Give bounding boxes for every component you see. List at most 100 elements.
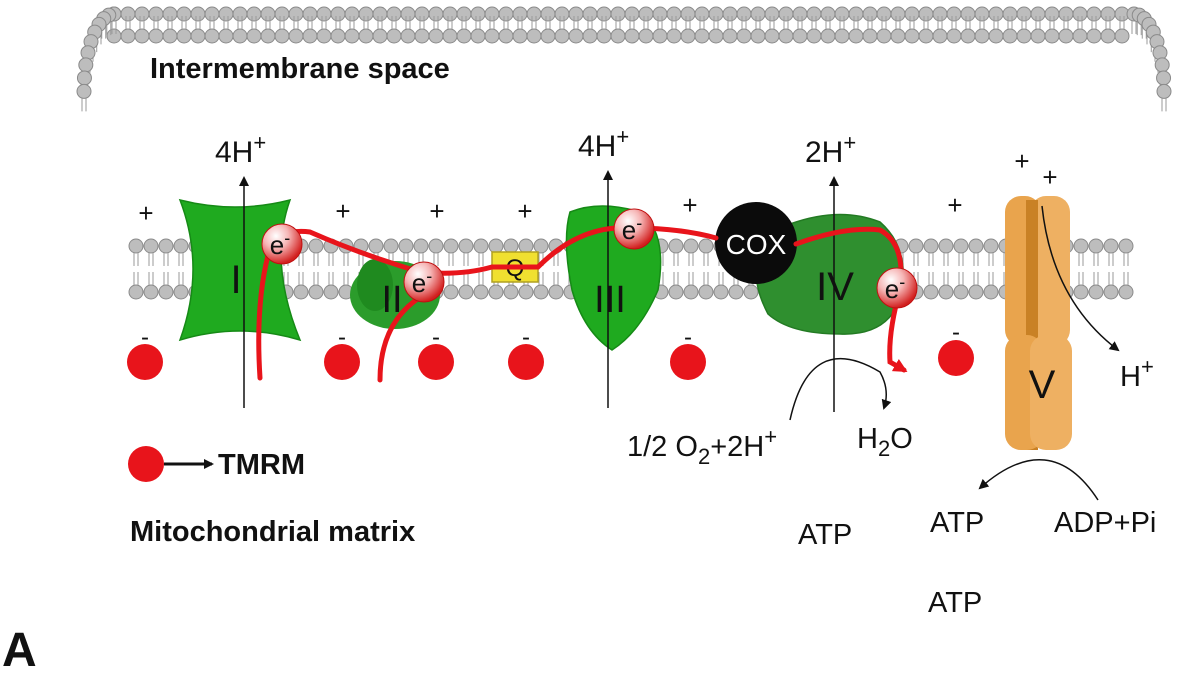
lipid-head: [554, 28, 570, 44]
lipid-head: [698, 284, 714, 300]
lipid-head: [458, 238, 474, 254]
lipid-head: [78, 57, 94, 73]
lipid-head: [503, 284, 519, 300]
lipid-head: [470, 6, 486, 22]
lipid-head: [190, 28, 206, 44]
lipid-head: [162, 6, 178, 22]
lipid-head: [518, 238, 534, 254]
lipid-tail: [1093, 272, 1099, 285]
lipid-head: [938, 284, 954, 300]
lipid-head: [820, 6, 836, 22]
lipid-head: [792, 6, 808, 22]
lipid-tail: [125, 16, 131, 29]
lipid-tail: [349, 16, 355, 29]
lipid-head: [680, 6, 696, 22]
lipid-tail: [1035, 16, 1041, 29]
lipid-tail: [377, 16, 383, 29]
oxygen-reaction-label: 1/2 O2+2H+: [627, 424, 777, 469]
lipid-tail: [688, 253, 694, 266]
lipid-tail: [1161, 98, 1167, 112]
lipid-head: [498, 28, 514, 44]
lipid-tail: [703, 253, 709, 266]
lipid-head: [288, 28, 304, 44]
proton-label-iv: 2H+: [805, 130, 856, 169]
lipid-head: [666, 28, 682, 44]
lipid-head: [232, 28, 248, 44]
complex-i: I: [178, 198, 302, 342]
lipid-head: [358, 28, 374, 44]
lipid-tail: [958, 253, 964, 266]
electron-i: e-: [261, 223, 303, 265]
lipid-head: [722, 28, 738, 44]
lipid-tail: [478, 253, 484, 266]
lipid-tail: [713, 16, 719, 29]
lipid-head: [582, 28, 598, 44]
plus-sign: +: [1042, 162, 1057, 192]
lipid-head: [638, 28, 654, 44]
lipid-head: [968, 284, 984, 300]
lipid-head: [1072, 28, 1088, 44]
lipid-head: [764, 28, 780, 44]
intermembrane-space-label: Intermembrane space: [150, 53, 450, 85]
lipid-tail: [1108, 272, 1114, 285]
lipid-head: [232, 6, 248, 22]
lipid-head: [143, 284, 159, 300]
lipid-head: [680, 28, 696, 44]
lipid-head: [974, 28, 990, 44]
lipid-tail: [163, 253, 169, 266]
lipid-head: [473, 238, 489, 254]
lipid-head: [1073, 284, 1089, 300]
lipid-tail: [895, 16, 901, 29]
lipid-tail: [251, 16, 257, 29]
lipid-head: [974, 6, 990, 22]
lipid-tail: [988, 253, 994, 266]
lipid-head: [76, 70, 92, 86]
lipid-tail: [769, 16, 775, 29]
lipid-tail: [343, 253, 349, 266]
proton-arrows: [239, 170, 839, 412]
lipid-tail: [573, 16, 579, 29]
lipid-tail: [328, 272, 334, 285]
lipid-head: [120, 6, 136, 22]
lipid-head: [503, 238, 519, 254]
lipid-head: [876, 28, 892, 44]
lipid-tail: [1108, 253, 1114, 266]
lipid-tail: [783, 16, 789, 29]
lipid-head: [470, 28, 486, 44]
tmrm-legend: TMRM: [128, 446, 305, 482]
lipid-tail: [673, 253, 679, 266]
lipid-head: [890, 6, 906, 22]
lipid-head: [736, 6, 752, 22]
lipid-tail: [1091, 16, 1097, 29]
lipid-head: [308, 284, 324, 300]
atp-label-1: ATP: [798, 519, 852, 551]
lipid-head: [938, 238, 954, 254]
lipid-head: [323, 284, 339, 300]
lipid-tail: [629, 16, 635, 29]
svg-text:e-: e-: [270, 228, 290, 260]
complex-v-label: V: [1029, 363, 1056, 407]
lipid-tail: [699, 16, 705, 29]
complex-v: V: [1005, 196, 1072, 450]
lipid-head: [1103, 238, 1119, 254]
lipid-head: [106, 28, 122, 44]
lipid-head: [918, 28, 934, 44]
lipid-head: [694, 28, 710, 44]
lipid-tail: [545, 16, 551, 29]
lipid-tail: [1123, 272, 1129, 285]
atp-synthesis-arrow: [978, 458, 1099, 501]
lipid-tail: [881, 16, 887, 29]
lipid-head: [862, 6, 878, 22]
lipid-tail: [148, 272, 154, 285]
lipid-tail: [928, 272, 934, 285]
lipid-tail: [673, 272, 679, 285]
svg-text:-: -: [432, 324, 440, 351]
lipid-tail: [447, 16, 453, 29]
svg-text:e-: e-: [622, 213, 642, 245]
lipid-head: [806, 6, 822, 22]
lipid-head: [638, 6, 654, 22]
atp-label-2: ATP: [930, 507, 984, 539]
lipid-head: [173, 284, 189, 300]
lipid-head: [143, 238, 159, 254]
lipid-tail: [727, 16, 733, 29]
